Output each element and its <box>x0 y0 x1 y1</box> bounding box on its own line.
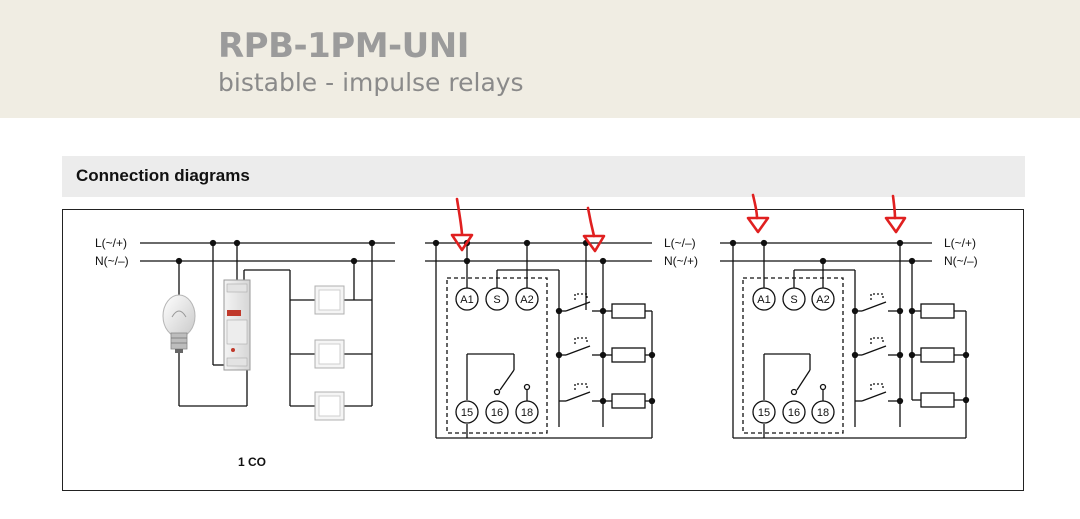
terminal-18: 18 <box>817 407 829 419</box>
annotation-arrow-icon <box>884 194 907 234</box>
push-button-icon <box>314 391 345 421</box>
terminal-a1: A1 <box>460 294 473 306</box>
push-button-icon <box>314 285 345 315</box>
rail-label-n: N(~/–) <box>95 254 129 268</box>
terminal-a2: A2 <box>520 294 533 306</box>
page-header: RPB-1PM-UNI bistable - impulse relays <box>0 0 1080 118</box>
rail-label-l: L(~/+) <box>95 236 127 250</box>
terminal-16: 16 <box>491 407 503 419</box>
connection-diagrams-frame <box>62 209 1024 491</box>
terminal-15: 15 <box>461 407 473 419</box>
relay-device-icon <box>223 279 251 371</box>
terminal-s: S <box>493 294 500 306</box>
terminal-18: 18 <box>521 407 533 419</box>
rail-label-l: L(~/+) <box>944 236 976 250</box>
terminal-15: 15 <box>758 407 770 419</box>
annotation-arrow-icon <box>450 197 474 252</box>
rail-label-l: L(~/–) <box>664 236 696 250</box>
rail-label-n: N(~/+) <box>664 254 698 268</box>
rail-label-n: N(~/–) <box>944 254 978 268</box>
diagram-3 <box>720 239 970 439</box>
terminal-a1: A1 <box>757 294 770 306</box>
diagram-1 <box>140 239 395 407</box>
light-bulb-icon <box>162 294 196 353</box>
annotation-arrow-icon <box>582 206 606 253</box>
contact-caption: 1 CO <box>238 455 266 469</box>
section-header: Connection diagrams <box>62 156 1025 197</box>
terminal-16: 16 <box>788 407 800 419</box>
terminal-a2: A2 <box>816 294 829 306</box>
product-subtitle: bistable - impulse relays <box>218 68 524 97</box>
product-title: RPB-1PM-UNI <box>218 26 469 66</box>
diagram-2 <box>425 239 656 439</box>
section-title: Connection diagrams <box>76 166 250 185</box>
annotation-arrow-icon <box>746 193 770 234</box>
terminal-s: S <box>790 294 797 306</box>
push-button-icon <box>314 339 345 369</box>
